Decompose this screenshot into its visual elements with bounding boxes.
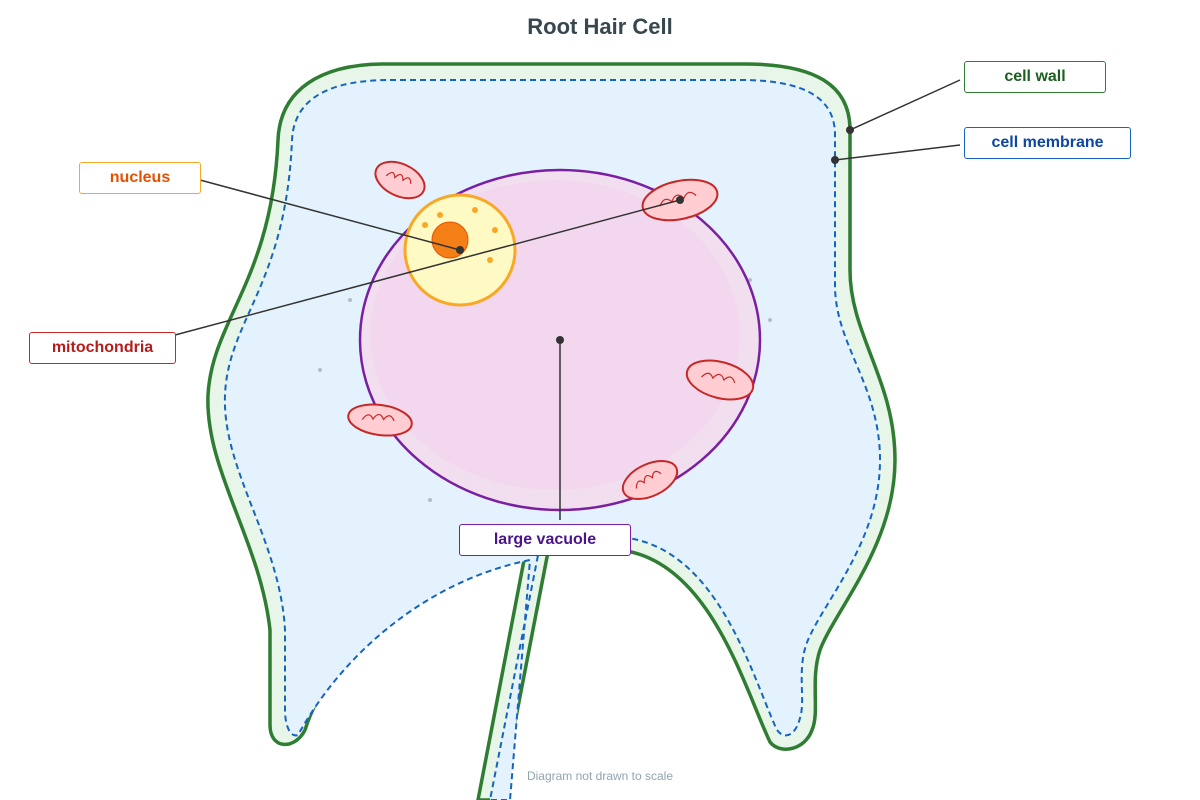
leader-endpoint	[456, 246, 464, 254]
leader-line	[849, 79, 961, 131]
granule	[348, 298, 352, 302]
leader-lines	[174, 79, 961, 520]
mitochondrion-cristae	[385, 171, 412, 184]
granule	[768, 318, 772, 322]
mitochondrion	[347, 403, 413, 437]
chromatin-dot	[472, 207, 478, 213]
diagram-title: Root Hair Cell	[527, 14, 673, 39]
scale-footnote: Diagram not drawn to scale	[526, 769, 674, 783]
mitochondrion-cristae	[659, 191, 697, 207]
mitochondria-group	[347, 160, 755, 500]
leader-endpoint	[831, 156, 839, 164]
granule	[318, 368, 322, 372]
label-mitochondria: mitochondria	[29, 332, 176, 364]
chromatin-dot	[422, 222, 428, 228]
mitochondrion	[621, 460, 679, 500]
chromatin-dots	[422, 207, 498, 263]
leader-line	[199, 179, 461, 251]
label-cell-membrane: cell membrane	[964, 127, 1131, 159]
label-large-vacuole: large vacuole	[459, 524, 631, 556]
mitochondrion-cristae	[700, 372, 736, 384]
mitochondrion	[685, 359, 755, 401]
leader-endpoint	[846, 126, 854, 134]
chromatin-dot	[492, 227, 498, 233]
leader-line	[834, 144, 961, 161]
leader-line	[174, 199, 681, 336]
mitochondrion-cristae	[635, 470, 662, 489]
leader-endpoint	[556, 336, 564, 344]
chromatin-dot	[487, 257, 493, 263]
label-nucleus: nucleus	[79, 162, 201, 194]
chromatin-dot	[437, 212, 443, 218]
mitochondrion-cristae	[361, 413, 395, 422]
granule	[748, 278, 752, 282]
mitochondrion-outer-membrane	[347, 403, 413, 437]
mitochondrion-outer-membrane	[374, 160, 426, 200]
granule	[428, 498, 432, 502]
mitochondrion	[374, 160, 426, 200]
mitochondrion-outer-membrane	[685, 359, 755, 401]
label-cell-wall: cell wall	[964, 61, 1106, 93]
mitochondrion-outer-membrane	[621, 460, 679, 500]
leader-endpoint	[676, 196, 684, 204]
